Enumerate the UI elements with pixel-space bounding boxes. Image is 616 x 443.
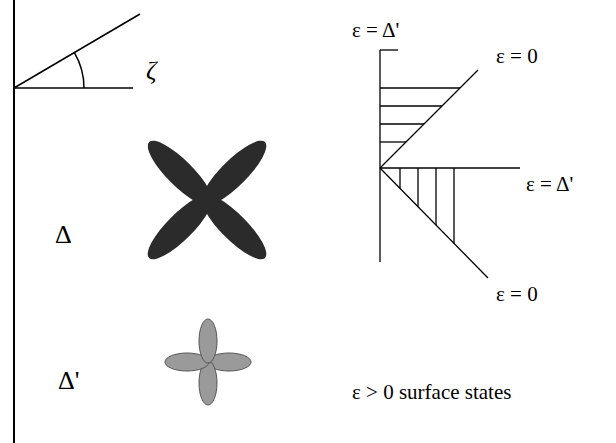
energy-label: ε = Δ' <box>352 18 399 42</box>
hatch-line <box>380 141 406 142</box>
hatch-line <box>380 49 398 50</box>
lobe <box>194 133 275 214</box>
lobe <box>199 319 217 363</box>
hatch-line <box>380 87 460 88</box>
hatch-line <box>435 168 436 225</box>
hatch-line <box>453 168 454 243</box>
gap-line <box>380 167 520 168</box>
gap-symbol: Δ <box>55 220 72 250</box>
gap-symbol: Δ' <box>58 366 79 396</box>
direction-line <box>14 14 140 88</box>
hatch-line <box>380 123 424 124</box>
axis-line <box>379 50 380 262</box>
angle-symbol: ζ <box>146 56 157 86</box>
energy-label: ε = 0 <box>496 44 538 68</box>
angle-arc <box>74 53 84 88</box>
spectrum-sketch <box>380 50 520 278</box>
note-label: ε > 0 surface states <box>352 380 511 404</box>
dwave-large <box>140 133 274 267</box>
dwave-small <box>165 319 251 405</box>
zero-line <box>380 70 478 168</box>
hatch-line <box>380 105 442 106</box>
energy-label: ε = Δ' <box>526 172 573 196</box>
surface-line <box>13 0 15 443</box>
energy-label: ε = 0 <box>496 282 538 306</box>
hatch-line <box>399 168 400 188</box>
normal-line <box>14 87 133 89</box>
hatch-line <box>417 168 418 207</box>
zero-line <box>380 168 488 278</box>
